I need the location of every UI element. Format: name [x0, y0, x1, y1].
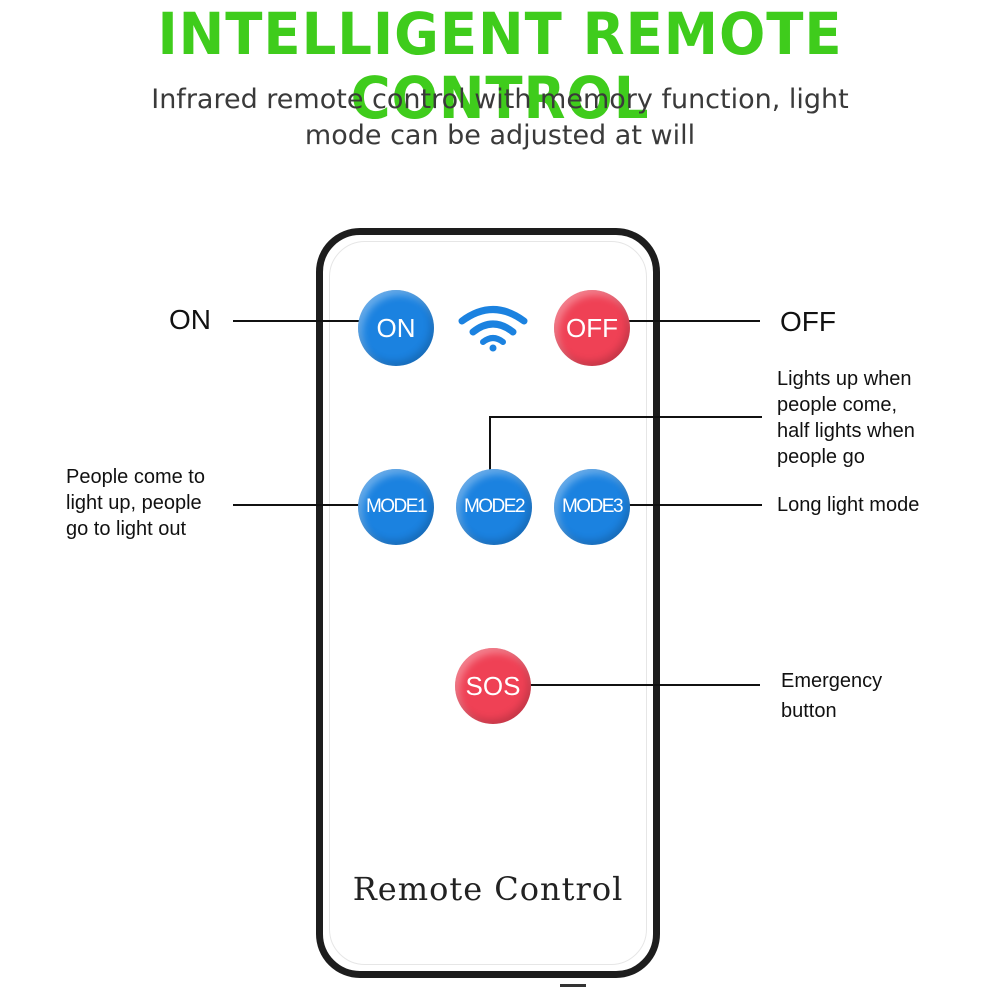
on-callout-line	[233, 320, 363, 322]
mode2-callout-line-2: people come,	[777, 394, 898, 416]
mode2-callout-line-4: people go	[777, 446, 865, 468]
headline: INTELLIGENT REMOTE CONTROL	[157, 0, 843, 132]
mode2-callout-line-3: half lights when	[777, 420, 915, 442]
mode3-button-label: MODE3	[561, 496, 624, 517]
sos-callout-line-2: button	[781, 700, 837, 722]
off-button-label: OFF	[566, 312, 618, 343]
on-button-label: ON	[376, 312, 416, 343]
subtitle-line-1: Infrared remote control with memory func…	[151, 84, 849, 115]
mode1-button-label: MODE1	[365, 496, 428, 517]
remote-bottom-edge	[560, 976, 586, 987]
sos-button[interactable]: SOS	[455, 648, 531, 724]
mode2-button-label: MODE2	[463, 496, 526, 517]
mode2-callout-line-horizontal	[489, 416, 762, 418]
sos-callout-label: Emergency button	[781, 666, 882, 726]
mode2-callout-label: Lights up when people come, half lights …	[777, 366, 915, 470]
mode1-callout-line-3: go to light out	[66, 518, 187, 540]
on-callout-label: ON	[169, 304, 211, 335]
mode1-callout-line	[233, 504, 363, 506]
remote-control-label: Remote Control	[352, 870, 624, 908]
mode2-callout-line-1: Lights up when	[777, 368, 912, 390]
sos-callout-line	[508, 684, 760, 686]
subtitle: Infrared remote control with memory func…	[100, 82, 900, 154]
mode2-button[interactable]: MODE2	[456, 469, 532, 545]
mode1-callout-line-2: light up, people	[66, 492, 202, 514]
on-button[interactable]: ON	[358, 290, 434, 366]
mode1-button[interactable]: MODE1	[358, 469, 434, 545]
mode2-callout-line-vertical	[489, 416, 491, 472]
mode1-callout-label: People come to light up, people go to li…	[66, 464, 205, 542]
off-callout-label: OFF	[780, 306, 836, 337]
mode3-button[interactable]: MODE3	[554, 469, 630, 545]
mode1-callout-line-1: People come to	[66, 466, 205, 488]
off-callout-line	[610, 320, 760, 322]
off-button[interactable]: OFF	[554, 290, 630, 366]
mode3-callout-label: Long light mode	[777, 494, 920, 516]
sos-button-label: SOS	[465, 670, 521, 701]
wifi-signal-icon	[458, 306, 528, 352]
subtitle-line-2: mode can be adjusted at will	[304, 120, 696, 151]
sos-callout-line-1: Emergency	[781, 670, 883, 692]
mode3-callout-line	[612, 504, 762, 506]
